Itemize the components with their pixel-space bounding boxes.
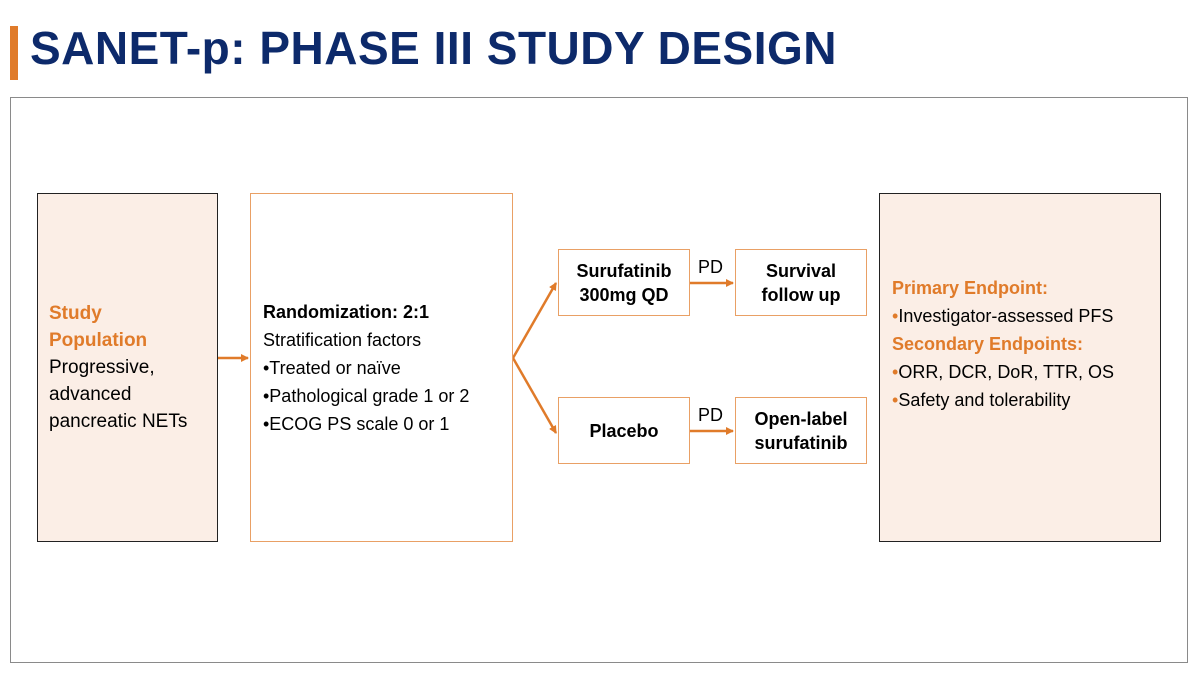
secondary-endpoints-heading: Secondary Endpoints:: [892, 333, 1084, 354]
arm2-label: Placebo: [589, 420, 659, 441]
title-accent-bar: [10, 26, 18, 80]
arm1-next-line1: Survival: [765, 260, 837, 281]
endpoint-item: •Safety and tolerability: [892, 386, 1160, 414]
population-heading-line2: Population: [49, 330, 148, 351]
population-heading-line1: Study: [49, 303, 102, 324]
endpoint-item: •Investigator-assessed PFS: [892, 302, 1160, 330]
randomization-heading: Randomization: 2:1: [263, 301, 430, 322]
endpoints-box: Primary Endpoint: •Investigator-assessed…: [879, 193, 1161, 542]
arm1-next-line2: follow up: [761, 284, 841, 305]
page-title: SANET-p: PHASE III STUDY DESIGN: [30, 22, 837, 74]
population-line: pancreatic NETs: [49, 411, 188, 432]
stratification-item: •ECOG PS scale 0 or 1: [263, 413, 450, 434]
stratification-heading: Stratification factors: [263, 329, 422, 350]
arrow-randomization-to-placebo: [511, 357, 558, 434]
endpoint-item-text: Safety and tolerability: [898, 389, 1071, 410]
pd-label-arm1: PD: [698, 257, 724, 277]
pd-label-arm2: PD: [698, 405, 724, 425]
arm1-label-line1: Surufatinib: [576, 260, 672, 281]
arm2-next-line1: Open-label: [754, 408, 848, 429]
population-line: advanced: [49, 384, 132, 405]
endpoint-item-text: ORR, DCR, DoR, TTR, OS: [898, 361, 1114, 382]
primary-endpoint-heading: Primary Endpoint:: [892, 277, 1049, 298]
study-population-box: Study Population Progressive, advanced p…: [37, 193, 218, 542]
arrow-randomization-to-surufatinib: [511, 282, 558, 359]
open-label-box: Open-label surufatinib: [735, 397, 867, 464]
bullet-icon: •: [892, 305, 899, 326]
survival-followup-box: Survival follow up: [735, 249, 867, 316]
population-line: Progressive,: [49, 357, 155, 378]
placebo-arm-box: Placebo: [558, 397, 690, 464]
endpoint-item-text: Investigator-assessed PFS: [898, 305, 1114, 326]
stratification-item: •Pathological grade 1 or 2: [263, 385, 470, 406]
bullet-icon: •: [892, 389, 899, 410]
bullet-icon: •: [892, 361, 899, 382]
randomization-box: Randomization: 2:1 Stratification factor…: [250, 193, 513, 542]
endpoint-item: •ORR, DCR, DoR, TTR, OS: [892, 358, 1160, 386]
arm1-label-line2: 300mg QD: [579, 284, 669, 305]
stratification-item: •Treated or naïve: [263, 357, 401, 378]
diagram-frame: [10, 97, 1188, 663]
surufatinib-arm-box: Surufatinib 300mg QD: [558, 249, 690, 316]
arm2-next-line2: surufatinib: [754, 432, 848, 453]
